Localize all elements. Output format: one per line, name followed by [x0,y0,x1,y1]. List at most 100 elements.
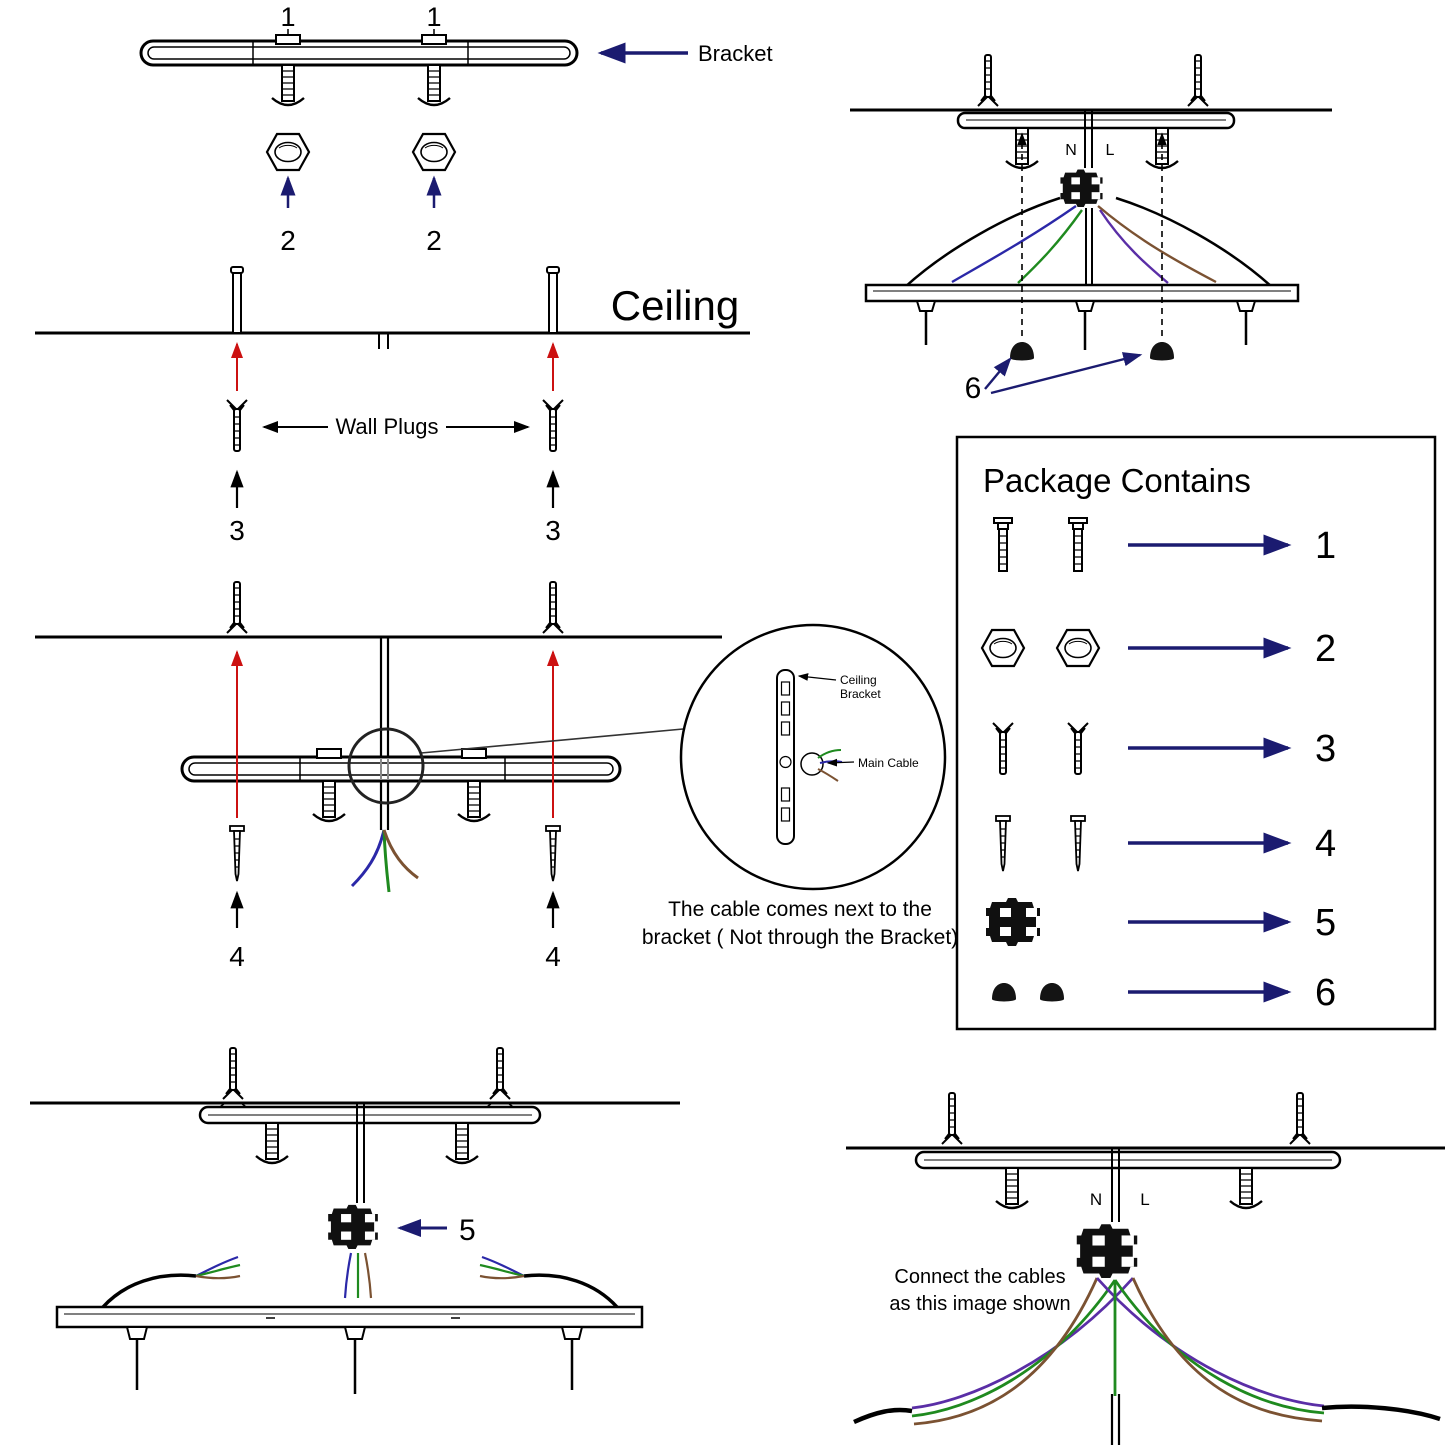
neutral-label: N [1065,142,1077,159]
wire-brown [195,1274,241,1280]
wall-plug-icon [226,399,248,452]
wire-purple [911,1277,1135,1410]
main-cable [1111,1148,1120,1222]
toggle-screw-icon [416,63,452,107]
package-num-3: 3 [1315,728,1336,770]
wall-plug-icon [977,54,999,107]
callout-2-left: 2 [280,225,296,256]
connect-note-line-1: Connect the cables [894,1266,1065,1288]
detail-ceiling-bracket-label-1: Ceiling [840,673,877,687]
bracket-drawing [914,1150,1342,1170]
center-cable [1085,208,1093,285]
cable-sheath-right [1321,1404,1441,1422]
wire-green [382,829,391,893]
cable-sheath-left [101,1273,197,1309]
hex-nut-icon [265,132,311,172]
ceiling-bracket-strip [776,669,795,845]
wire-brown [363,1252,373,1299]
wire-green [911,1279,1117,1418]
cable-note-line-1: The cable comes next to the [668,898,932,921]
wall-plug-icon [226,581,248,634]
wall-plug-icon [489,1047,511,1100]
callout-1-left: 1 [280,2,295,32]
anchor-bolt-icon [230,266,560,334]
package-contains-box: Package Contains 1 2 3 4 5 [955,435,1437,1031]
toggle-screw-icon [994,1166,1030,1210]
bracket-drawing [139,34,579,67]
cable-sheath-left [904,196,1061,288]
package-num-5: 5 [1315,902,1336,944]
wall-plug-icon [542,399,564,452]
hex-nut-pair-icon [1055,628,1101,668]
cable-detail-view: Ceiling Bracket Main Cable The cable com… [347,623,958,949]
package-num-2: 2 [1315,628,1336,670]
wire-green [817,749,842,759]
bracket-label: Bracket [698,41,773,66]
callout-4-right: 4 [545,941,561,972]
callout-3-left: 3 [229,515,245,546]
bracket-parts-diagram: 1 1 Bracket 2 2 [139,2,773,256]
end-cap-icon [1150,342,1174,361]
fixture-base [864,283,1300,350]
terminal-block-icon [328,1204,378,1249]
hex-nut-icon [411,132,457,172]
toggle-screw-icon [254,1121,290,1165]
bracket-drawing [956,111,1236,130]
callout-1-right: 1 [426,2,441,32]
wall-plugs-label: Wall Plugs [335,414,438,439]
wall-plug-icon [542,581,564,634]
ceiling-label: Ceiling [611,282,739,329]
bracket-mounting-diagram: 4 4 [35,581,722,972]
package-title: Package Contains [983,462,1251,499]
main-cable-pointer [826,758,855,767]
callout-6-arrow-left [984,357,1012,390]
center-cable [1110,1394,1121,1445]
terminal-block-icon [986,898,1040,946]
hex-nut-pair-icon [980,628,1026,668]
toggle-screw-icon [444,1121,480,1165]
wire-green [1017,209,1083,284]
cable-connection-diagram: N L Connect the cables as this image sho… [846,1092,1445,1445]
package-row-1: 1 [993,517,1336,572]
wire-brown [1131,1277,1323,1423]
callout-2-right: 2 [426,225,442,256]
ceiling-bracket-pointer [797,673,837,681]
package-row-2: 2 [980,628,1336,670]
connect-note-line-2: as this image shown [889,1293,1070,1315]
package-num-6: 6 [1315,972,1336,1014]
callout-6: 6 [965,372,982,405]
wire-blue [343,1252,353,1299]
wire-green [195,1263,241,1278]
main-cable [1084,110,1093,168]
terminal-block-icon [1060,169,1103,207]
wood-screw-icon [229,825,245,882]
package-num-4: 4 [1315,823,1336,865]
package-num-1: 1 [1315,525,1336,567]
wire-brown [1097,205,1217,284]
callout-6-arrow-right [990,352,1143,395]
bracket-drawing [198,1105,542,1125]
bracket-drawing [180,748,622,783]
neutral-label: N [1090,1190,1102,1209]
wall-plug-icon [222,1047,244,1100]
magnifier-source-circle [347,727,425,805]
callout-3-right: 3 [545,515,561,546]
cable-hole-marks [378,333,389,349]
package-row-4: 4 [995,815,1336,872]
terminal-block-icon [1076,1224,1138,1278]
wire-green [479,1263,525,1278]
main-cable [379,637,390,830]
wire-brown [479,1274,525,1280]
cable-note-line-2: bracket ( Not through the Bracket) [642,926,958,949]
main-cable-cross-section [800,752,824,776]
package-row-6: 6 [992,972,1336,1014]
wire-green [1113,1279,1325,1415]
detail-ceiling-bracket-label-2: Bracket [840,687,881,701]
detail-main-cable-label: Main Cable [858,756,919,770]
wall-plug-icon [941,1092,963,1145]
live-label: L [1106,142,1115,159]
cable-sheath-left [853,1407,913,1425]
wall-plug-icon [1187,54,1209,107]
